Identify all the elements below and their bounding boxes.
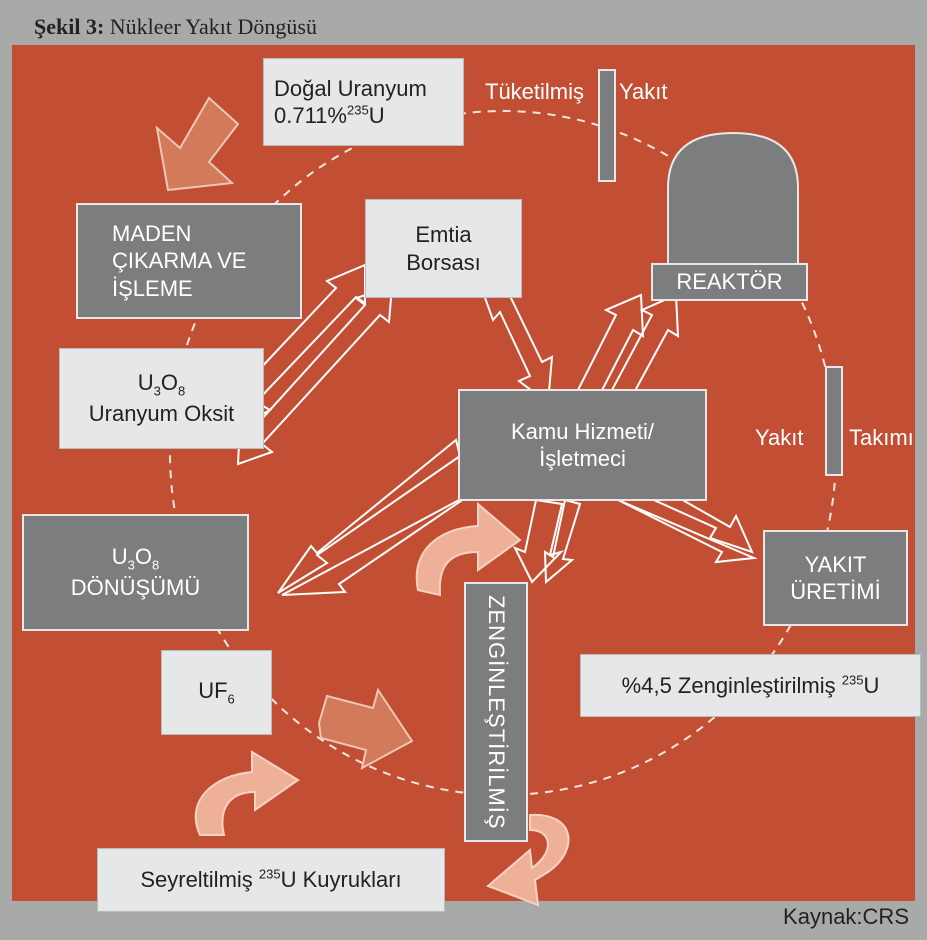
utility-enrichment-arrow-b <box>543 498 582 585</box>
enrichment-cycle-arrow-bottom <box>486 813 570 907</box>
mining-label-3: İŞLEME <box>112 275 193 301</box>
fuel-label: Yakıt <box>755 425 804 450</box>
tails-box: Seyreltilmiş 235U Kuyrukları <box>97 848 445 912</box>
mining-label-2: ÇIKARMA VE <box>112 248 247 274</box>
commodity-utility-double-arrow <box>482 285 554 405</box>
conversion-label: DÖNÜŞÜMÜ <box>70 575 201 601</box>
commodity-label-1: Emtia <box>415 222 472 247</box>
tails-label: Seyreltilmiş 235U Kuyrukları <box>140 866 402 893</box>
u3o8-formula: U3O8 <box>137 370 186 399</box>
reactor-label-box: REAKTÖR <box>651 263 808 301</box>
utility-operator-box: Kamu Hizmeti/ İşletmeci <box>458 389 707 501</box>
commodity-exchange-box: Emtia Borsası <box>365 199 522 298</box>
utility-enrichment-arrow-a <box>512 498 565 584</box>
enriched-uranium-box: %4,5 Zenginleştirilmiş 235U <box>580 654 921 717</box>
natural-uranium-box: Doğal Uranyum 0.711%235U <box>263 58 464 146</box>
utility-reactor-arrow-a <box>576 293 645 402</box>
assembly-label: Takımı <box>849 425 914 450</box>
figure-source: Kaynak:CRS <box>783 904 909 929</box>
enrichment-box: ZENGİNLEŞTİRİLMİŞ <box>464 582 528 842</box>
fuel-fab-label-1: YAKIT <box>804 551 867 577</box>
figure-title: Şekil 3: Nükleer Yakıt Döngüsü <box>34 14 317 40</box>
enrichment-cycle-arrow-top <box>415 501 522 597</box>
utility-conversion-arrow-edge <box>281 491 475 596</box>
uf6-to-enrichment-arrow <box>317 687 414 770</box>
utility-reactor-arrow-b <box>610 293 680 402</box>
spent-fuel-rod <box>598 69 616 182</box>
natural-uranium-label: Doğal Uranyum <box>274 75 427 101</box>
mining-label-1: MADEN <box>112 220 192 246</box>
spent-fuel-label: Yakıt <box>619 79 668 104</box>
utility-label-2: İşletmeci <box>539 446 626 471</box>
utility-fuelfab-arrow-b <box>617 499 758 564</box>
conversion-formula: U3O8 <box>111 544 160 573</box>
fuel-fab-label-2: ÜRETİMİ <box>790 579 881 604</box>
utility-conversion-arrow <box>277 438 462 594</box>
uf6-box: UF6 <box>161 650 272 735</box>
conversion-box: U3O8 DÖNÜŞÜMÜ <box>22 514 249 631</box>
enriched-uranium-label: %4,5 Zenginleştirilmiş 235U <box>621 672 880 698</box>
figure-title-prefix: Şekil 3: <box>34 14 105 39</box>
natural-to-mining-arrow <box>155 96 240 192</box>
reactor-label: REAKTÖR <box>676 269 783 295</box>
uf6-formula: UF6 <box>198 678 235 707</box>
enrichment-label: ZENGİNLEŞTİRİLMİŞ <box>483 594 509 830</box>
fuel-fabrication-box: YAKIT ÜRETİMİ <box>763 530 908 626</box>
commodity-label-2: Borsası <box>406 249 481 275</box>
uranium-oxide-box: U3O8 Uranyum Oksit <box>59 348 264 449</box>
mining-box: MADEN ÇIKARMA VE İŞLEME <box>76 203 302 319</box>
tails-cycle-arrow <box>194 750 300 836</box>
uranium-oxide-label: Uranyum Oksit <box>88 401 235 427</box>
utility-label-1: Kamu Hizmeti/ <box>510 418 655 444</box>
natural-uranium-percent: 0.711%235U <box>274 102 385 128</box>
reactor-dome-shape <box>667 131 799 266</box>
spent-label: Tüketilmiş <box>485 79 585 104</box>
figure-title-text: Nükleer Yakıt Döngüsü <box>109 14 317 39</box>
fuel-assembly-rod <box>825 366 843 476</box>
